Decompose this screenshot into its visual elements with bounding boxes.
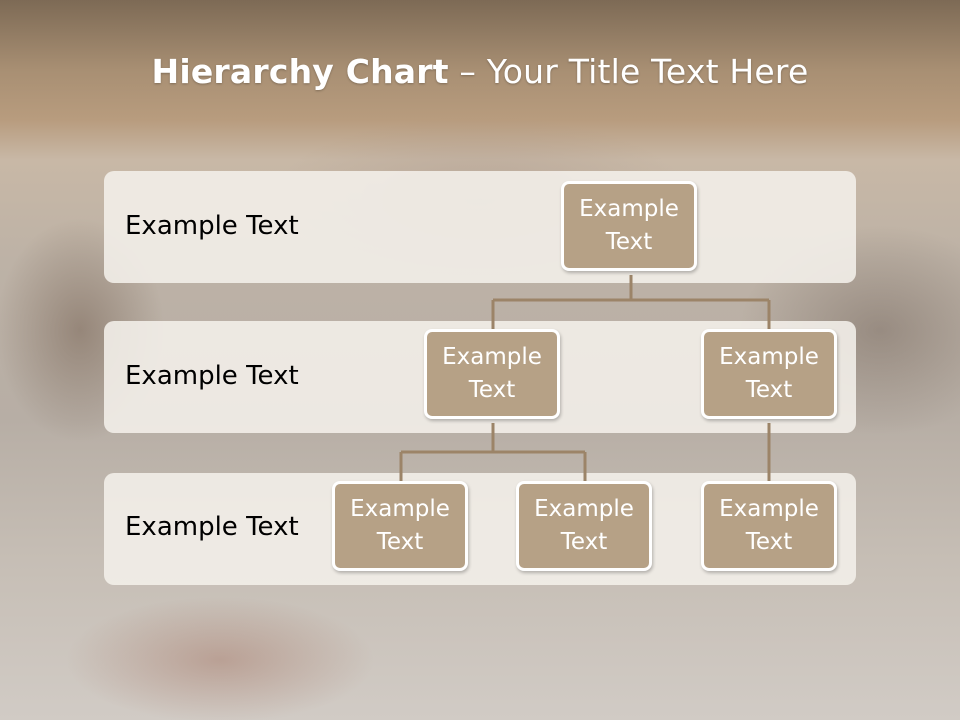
hierarchy-band-level-1 (104, 171, 856, 283)
band-label-level-1: Example Text (125, 211, 299, 241)
title-bold-part: Hierarchy Chart (151, 52, 449, 91)
node-level3-a-label: Example Text (350, 496, 450, 555)
slide-title: Hierarchy Chart – Your Title Text Here (0, 52, 960, 91)
node-level2-right-label: Example Text (719, 344, 819, 403)
connector-root-to-level2 (491, 275, 771, 330)
band-label-level-3: Example Text (125, 512, 299, 542)
node-level3-c-label: Example Text (719, 496, 819, 555)
node-level3-c[interactable]: Example Text (701, 481, 837, 571)
connector-left-to-level3 (399, 423, 587, 482)
node-root-label: Example Text (579, 196, 679, 255)
node-level3-b-label: Example Text (534, 496, 634, 555)
node-level3-b[interactable]: Example Text (516, 481, 652, 571)
node-level2-left-label: Example Text (442, 344, 542, 403)
node-root[interactable]: Example Text (561, 181, 697, 271)
band-label-level-2: Example Text (125, 361, 299, 391)
title-rest-part: – Your Title Text Here (448, 52, 809, 91)
node-level2-right[interactable]: Example Text (701, 329, 837, 419)
node-level3-a[interactable]: Example Text (332, 481, 468, 571)
node-level2-left[interactable]: Example Text (424, 329, 560, 419)
